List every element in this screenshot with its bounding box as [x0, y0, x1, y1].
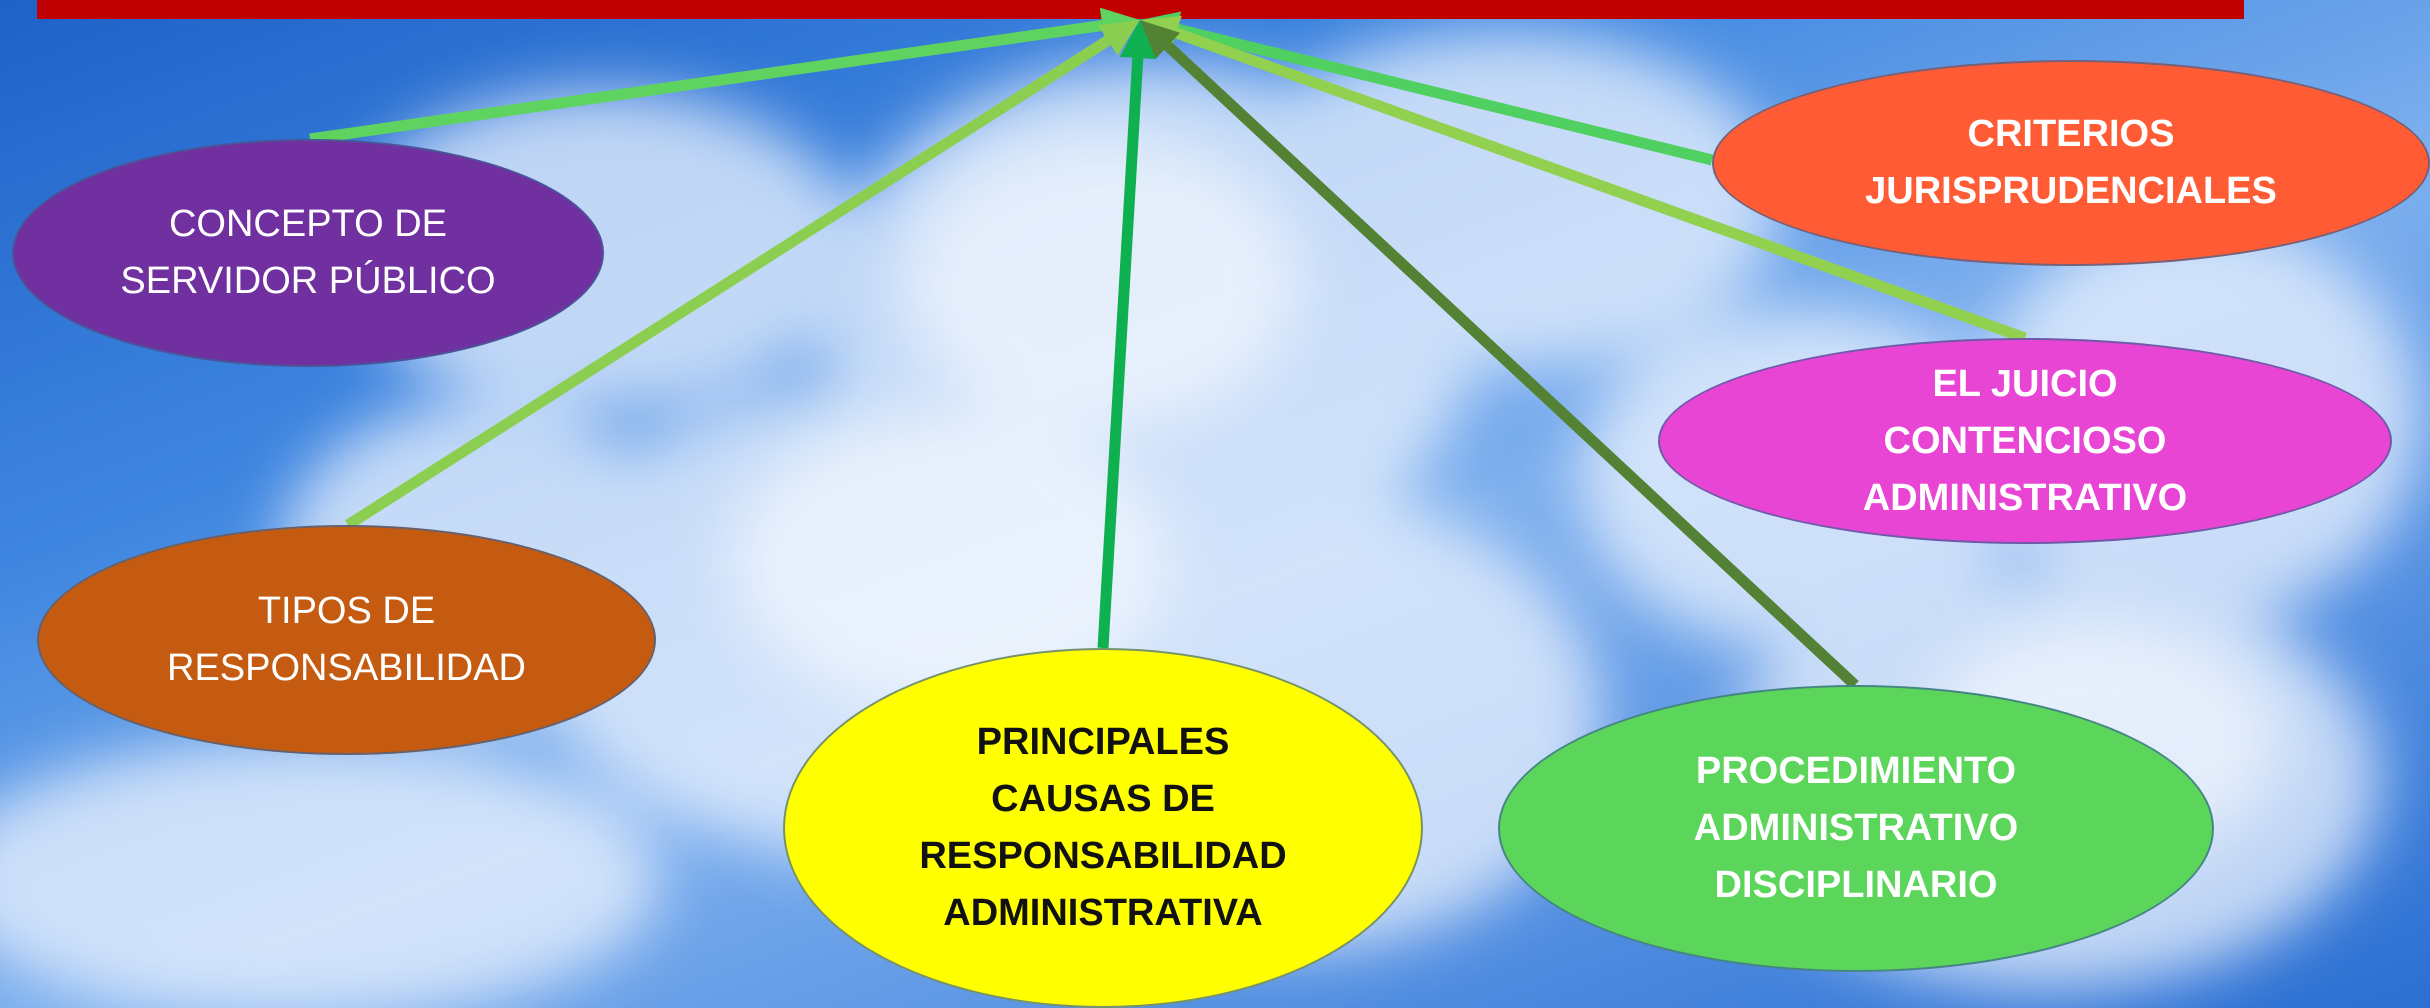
- arrow-tipos: [345, 35, 1111, 530]
- node-procedimiento: PROCEDIMIENTO ADMINISTRATIVO DISCIPLINAR…: [1498, 685, 2214, 972]
- node-juicio: EL JUICIO CONTENCIOSO ADMINISTRATIVO: [1658, 338, 2392, 544]
- node-principales: PRINCIPALES CAUSAS DE RESPONSABILIDAD AD…: [783, 648, 1423, 1008]
- node-criterios: CRITERIOS JURISPRUDENCIALES: [1712, 60, 2430, 266]
- node-concepto: CONCEPTO DE SERVIDOR PÚBLICO: [12, 139, 604, 367]
- arrow-juicio: [1173, 27, 2027, 344]
- title-banner: [37, 0, 2244, 19]
- arrow-tipos-head: [1098, 20, 1140, 56]
- arrow-procedimiento-head: [1140, 20, 1181, 60]
- node-concepto-label: CONCEPTO DE SERVIDOR PÚBLICO: [120, 203, 496, 302]
- arrow-principales-head: [1119, 20, 1156, 59]
- arrow-criterios: [1175, 23, 1714, 166]
- arrow-procedimiento: [1164, 41, 1859, 690]
- node-tipos-label: TIPOS DE RESPONSABILIDAD: [167, 590, 526, 689]
- node-principales-label: PRINCIPALES CAUSAS DE RESPONSABILIDAD AD…: [919, 721, 1287, 934]
- node-tipos: TIPOS DE RESPONSABILIDAD: [37, 525, 656, 755]
- arrow-concepto: [309, 19, 1104, 145]
- node-procedimiento-label: PROCEDIMIENTO ADMINISTRATIVO DISCIPLINAR…: [1693, 750, 2019, 906]
- node-juicio-label: EL JUICIO CONTENCIOSO ADMINISTRATIVO: [1862, 362, 2188, 519]
- node-criterios-label: CRITERIOS JURISPRUDENCIALES: [1865, 113, 2277, 212]
- arrow-principales: [1097, 57, 1144, 649]
